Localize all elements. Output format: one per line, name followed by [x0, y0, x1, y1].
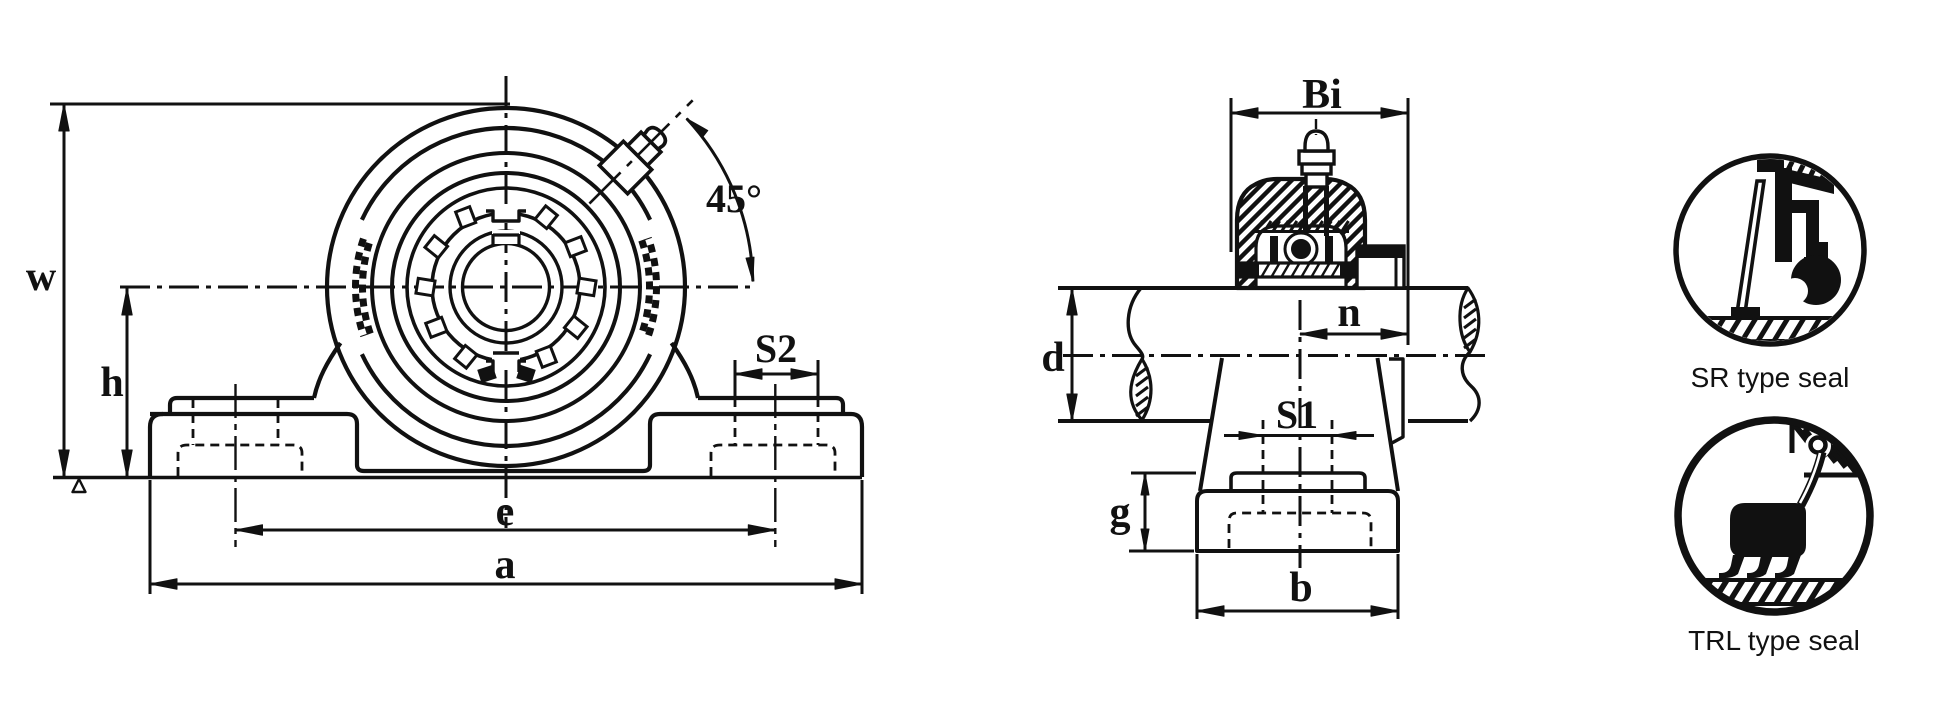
svg-text:45°: 45° — [706, 176, 762, 221]
svg-text:g: g — [1110, 490, 1131, 536]
svg-text:w: w — [26, 254, 57, 300]
svg-text:SR type seal: SR type seal — [1691, 362, 1850, 393]
svg-text:a: a — [495, 542, 516, 588]
svg-text:d: d — [1041, 335, 1064, 381]
svg-text:TRL type seal: TRL type seal — [1688, 625, 1860, 656]
svg-text:b: b — [1289, 565, 1312, 611]
svg-text:S1: S1 — [1276, 392, 1318, 437]
svg-text:n: n — [1337, 290, 1360, 336]
svg-text:Bi: Bi — [1302, 72, 1342, 118]
svg-text:e: e — [496, 489, 515, 535]
svg-text:S2: S2 — [755, 326, 797, 371]
svg-text:h: h — [100, 360, 123, 406]
